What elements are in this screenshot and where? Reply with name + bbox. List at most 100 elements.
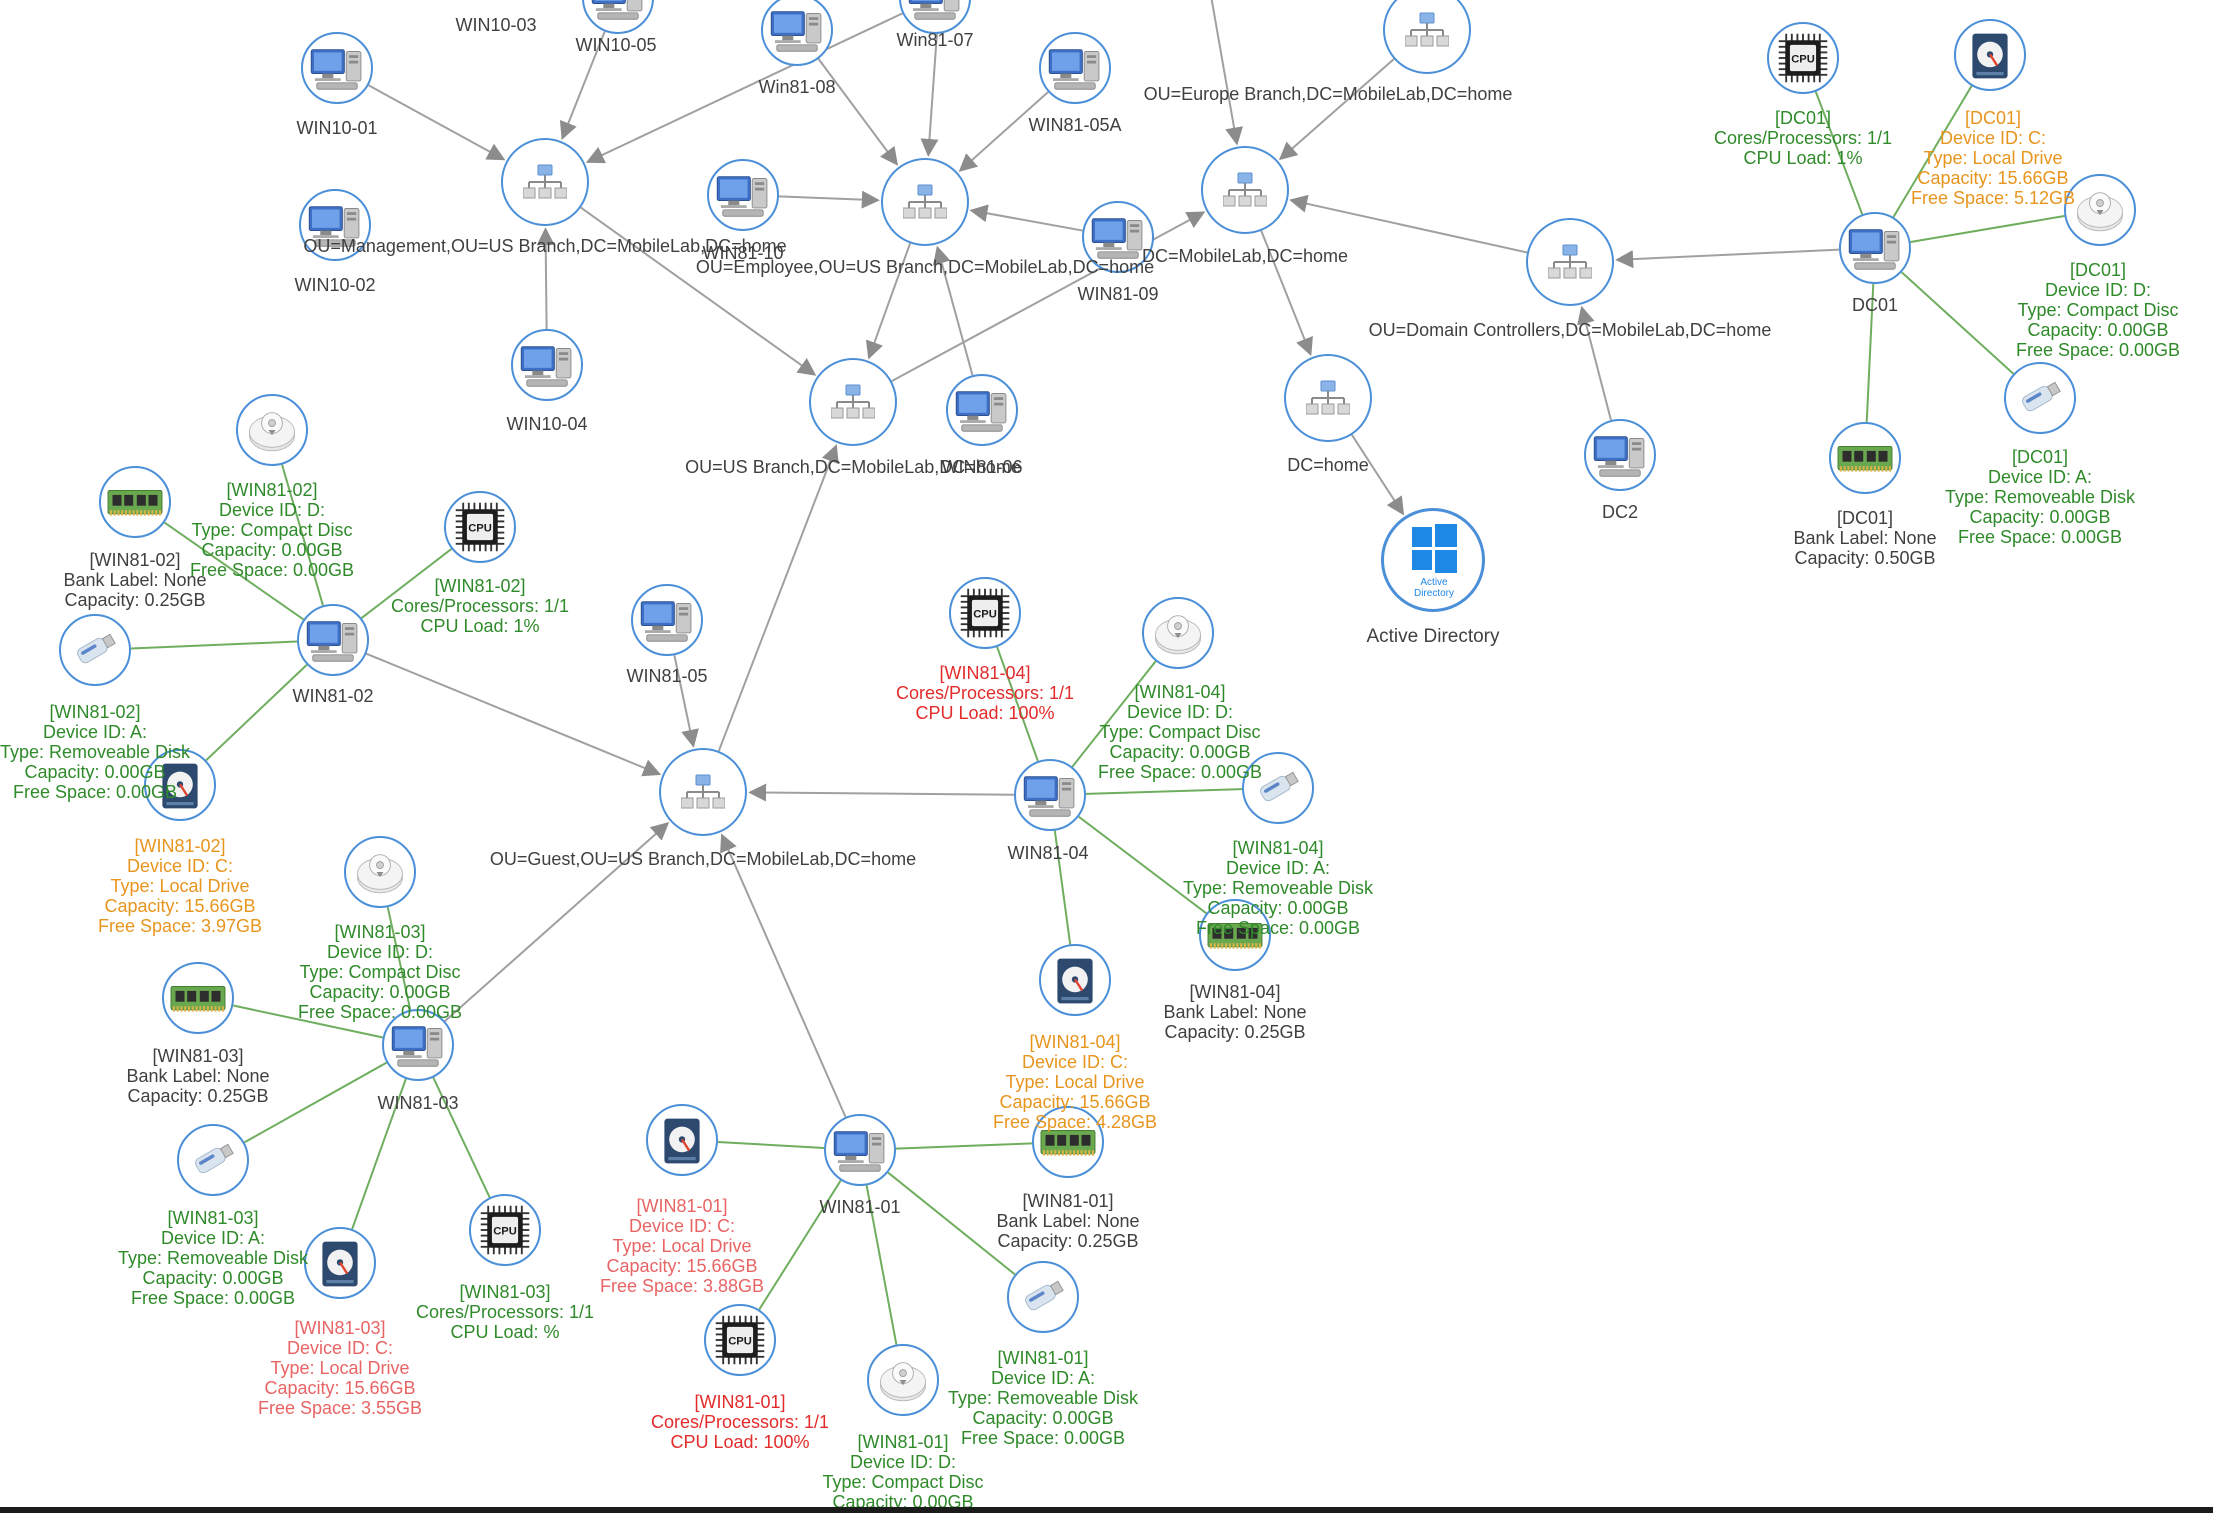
- svg-text:CPU: CPU: [468, 523, 492, 535]
- label-win81-09: WIN81-09: [1077, 284, 1159, 304]
- edge-w81_06-ou_emp: [933, 245, 974, 376]
- edge-w10_01-ou_mgmt: [368, 84, 506, 161]
- edge-ou_dc-ou_eu: [1289, 194, 1528, 254]
- label-ou-europe: OU=Europe Branch,DC=MobileLab,DC=home: [1143, 84, 1513, 104]
- computer-icon-w81-08[interactable]: [761, 0, 833, 66]
- hard-drive-icon-w01-hdd[interactable]: [646, 1104, 718, 1176]
- edge-w81_03-w03_mem: [232, 1004, 384, 1039]
- edge-dc01-dc01_cpu: [1814, 91, 1864, 215]
- svg-text:CPU: CPU: [728, 1336, 752, 1348]
- edge-w81_01-w01_usb: [887, 1171, 1016, 1276]
- compact-disc-icon-dc01-cd[interactable]: [2064, 174, 2136, 246]
- edge-w81_04-w04_usb: [1085, 788, 1243, 795]
- edge-w81_04-w04_hdd: [1053, 830, 1072, 945]
- edge-w81_02-w02_usb: [130, 640, 298, 650]
- edge-w81_01-ou_guest: [720, 833, 847, 1118]
- edge-w81_02-w02_mem: [163, 521, 305, 621]
- computer-icon-w81-01[interactable]: [824, 1114, 896, 1186]
- edge-p_top3-ou_eu: [1210, 0, 1243, 146]
- compact-disc-icon-w04-cd[interactable]: [1142, 597, 1214, 669]
- computer-icon-w10-01[interactable]: [301, 32, 373, 104]
- label-w04-mem: [WIN81-04] Bank Label: None Capacity: 0.…: [1163, 982, 1307, 1042]
- computer-icon-w81-02[interactable]: [297, 604, 369, 676]
- label-w01-cpu: [WIN81-01] Cores/Processors: 1/1 CPU Loa…: [650, 1392, 830, 1452]
- computer-icon-w81-10[interactable]: [707, 159, 779, 231]
- edge-w81_02-w02_cd: [281, 464, 324, 606]
- edge-w81_10-ou_emp: [778, 190, 880, 209]
- svg-text:Directory: Directory: [1414, 588, 1454, 599]
- computer-icon-dc01[interactable]: [1839, 212, 1911, 284]
- label-dc-home: DC=home: [1287, 455, 1369, 475]
- edge-dc01-dc01_hdd: [1892, 85, 1973, 218]
- edge-ou_guest-ou_us: [717, 444, 839, 752]
- usb-drive-icon-w04-usb[interactable]: [1242, 752, 1314, 824]
- usb-drive-icon-w03-usb[interactable]: [177, 1124, 249, 1196]
- computer-icon-w81-06[interactable]: [946, 374, 1018, 446]
- ou-node-ou-guest[interactable]: [659, 748, 747, 836]
- ou-node-p-eu-top[interactable]: [1383, 0, 1471, 74]
- memory-module-icon-w03-mem[interactable]: [162, 962, 234, 1034]
- compact-disc-icon-w02-cd[interactable]: [236, 394, 308, 466]
- computer-icon-w81-05[interactable]: [631, 584, 703, 656]
- computer-icon-w81-03[interactable]: [382, 1009, 454, 1081]
- edge-dc01-dc01_usb: [1900, 271, 2015, 375]
- computer-icon-w81-05a[interactable]: [1039, 32, 1111, 104]
- cpu-icon-dc01-cpu[interactable]: CPU: [1767, 22, 1839, 94]
- label-w03-cpu: [WIN81-03] Cores/Processors: 1/1 CPU Loa…: [415, 1282, 595, 1342]
- cpu-icon-w01-cpu[interactable]: CPU: [704, 1304, 776, 1376]
- computer-icon-w81-09[interactable]: [1082, 201, 1154, 273]
- label-dc01-a: [DC01] Device ID: A: Type: Removeable Di…: [1944, 447, 2136, 547]
- memory-module-icon-w02-mem[interactable]: [99, 466, 171, 538]
- computer-icon-dc2[interactable]: [1584, 419, 1656, 491]
- edge-w81_02-w02_hdd: [205, 664, 308, 761]
- computer-icon-w10-02[interactable]: [299, 189, 371, 261]
- usb-drive-icon-w02-usb[interactable]: [59, 614, 131, 686]
- computer-icon-w81-04[interactable]: [1014, 759, 1086, 831]
- edge-p_top2-ou_mgmt: [585, 12, 903, 164]
- ou-node-ou-us[interactable]: [809, 358, 897, 446]
- ou-node-ou-emp[interactable]: [881, 158, 969, 246]
- hard-drive-icon-dc01-hdd[interactable]: [1954, 19, 2026, 91]
- label-w04-d: [WIN81-04] Device ID: D: Type: Compact D…: [1097, 682, 1263, 782]
- label-win10-05: WIN10-05: [575, 35, 657, 55]
- cpu-icon-w03-cpu[interactable]: CPU: [469, 1194, 541, 1266]
- edge-w81_01-w01_hdd: [717, 1141, 825, 1149]
- usb-drive-icon-w01-usb[interactable]: [1007, 1261, 1079, 1333]
- compact-disc-icon-w03-cd[interactable]: [344, 836, 416, 908]
- edge-w81_02-ou_guest: [365, 652, 662, 777]
- cpu-icon-w02-cpu[interactable]: CPU: [444, 491, 516, 563]
- label-w02-d: [WIN81-02] Device ID: D: Type: Compact D…: [189, 480, 355, 580]
- label-win81-08: Win81-08: [758, 77, 836, 97]
- hard-drive-icon-w02-hdd[interactable]: [144, 749, 216, 821]
- label-win81-04: WIN81-04: [1007, 843, 1089, 863]
- ou-node-ou-eu[interactable]: [1201, 146, 1289, 234]
- hard-drive-icon-w03-hdd[interactable]: [304, 1227, 376, 1299]
- memory-module-icon-w04-mem[interactable]: [1199, 899, 1271, 971]
- hard-drive-icon-w04-hdd[interactable]: [1039, 944, 1111, 1016]
- usb-drive-icon-dc01-usb[interactable]: [2004, 362, 2076, 434]
- edge-dc01-dc01_cd: [1910, 215, 2065, 243]
- edge-w81_08-ou_emp: [817, 58, 899, 166]
- edge-w81_01-w01_cd: [865, 1185, 898, 1345]
- ou-node-ou-dc[interactable]: [1526, 218, 1614, 306]
- label-ou-usbranch: OU=US Branch,DC=MobileLab,DC=home: [685, 457, 1021, 477]
- label-win81-07: Win81-07: [896, 30, 974, 50]
- label-w02-c: [WIN81-02] Device ID: C: Type: Local Dri…: [97, 836, 263, 936]
- cpu-icon-w04-cpu[interactable]: CPU: [949, 577, 1021, 649]
- svg-text:Active: Active: [1420, 577, 1448, 588]
- compact-disc-icon-w01-cd[interactable]: [867, 1344, 939, 1416]
- computer-icon-w10-04[interactable]: [511, 329, 583, 401]
- label-dc01: DC01: [1851, 295, 1899, 315]
- memory-module-icon-w01-mem[interactable]: [1032, 1106, 1104, 1178]
- memory-module-icon-dc01-mem[interactable]: [1829, 422, 1901, 494]
- label-win81-05: WIN81-05: [626, 666, 708, 686]
- label-w02-mem: [WIN81-02] Bank Label: None Capacity: 0.…: [63, 550, 207, 610]
- label-dc01-cpu: [DC01] Cores/Processors: 1/1 CPU Load: 1…: [1713, 108, 1893, 168]
- ou-node-ou-mgmt[interactable]: [501, 138, 589, 226]
- edge-ou_emp-ou_us: [865, 243, 912, 360]
- ou-node-dc-home[interactable]: [1284, 354, 1372, 442]
- label-w01-mem: [WIN81-01] Bank Label: None Capacity: 0.…: [996, 1191, 1140, 1251]
- svg-text:CPU: CPU: [1791, 54, 1815, 66]
